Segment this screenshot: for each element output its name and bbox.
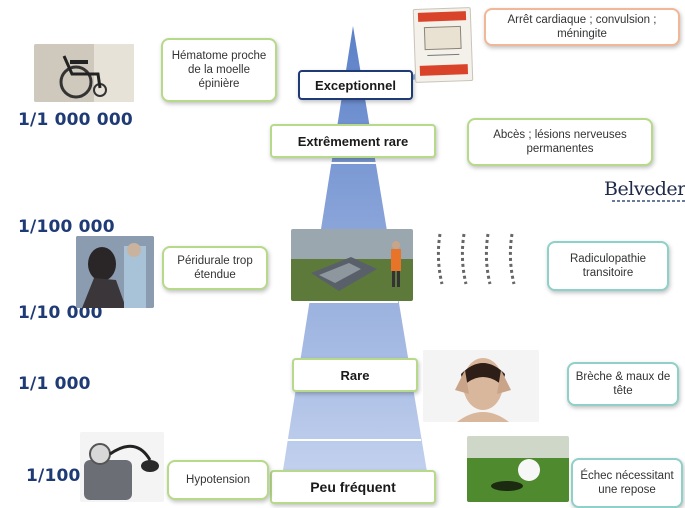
box-echec: Échec nécessitant une repose [571, 458, 683, 508]
level-extremement-rare: Extrêmement rare [270, 124, 436, 158]
car-accident-photo [291, 229, 413, 301]
level-peu-frequent: Peu fréquent [270, 470, 436, 504]
box-abces: Abcès ; lésions nerveuses permanentes [467, 118, 653, 166]
level-exceptionnel: Exceptionnel [298, 70, 413, 100]
brand-underline [612, 200, 685, 202]
probability-1-in-100000: 1/100 000 [18, 217, 115, 237]
box-hypotension: Hypotension [167, 460, 269, 500]
headache-woman-photo [423, 350, 539, 422]
spine-xray-photo [428, 230, 528, 288]
probability-1-in-1000: 1/1 000 [18, 374, 91, 394]
probability-1-in-100: 1/100 [26, 466, 81, 486]
box-radiculopathie: Radiculopathie transitoire [547, 241, 669, 291]
probability-1-in-10000: 1/10 000 [18, 303, 103, 323]
brand-logo: Belvedere [604, 178, 685, 200]
lottery-ticket-photo [412, 7, 474, 83]
hospital-patient-photo [76, 236, 154, 308]
box-breche: Brèche & maux de tête [567, 362, 679, 406]
golf-ball-hole-photo [467, 436, 569, 502]
level-rare: Rare [292, 358, 418, 392]
box-arret-cardiaque: Arrêt cardiaque ; convulsion ; méningite [484, 8, 680, 46]
blood-pressure-cuff-photo [80, 432, 164, 502]
box-peridurale: Péridurale trop étendue [162, 246, 268, 290]
probability-1-in-1000000: 1/1 000 000 [18, 110, 133, 130]
box-hematome: Hématome proche de la moelle épinière [161, 38, 277, 102]
wheelchair-photo [34, 44, 134, 102]
